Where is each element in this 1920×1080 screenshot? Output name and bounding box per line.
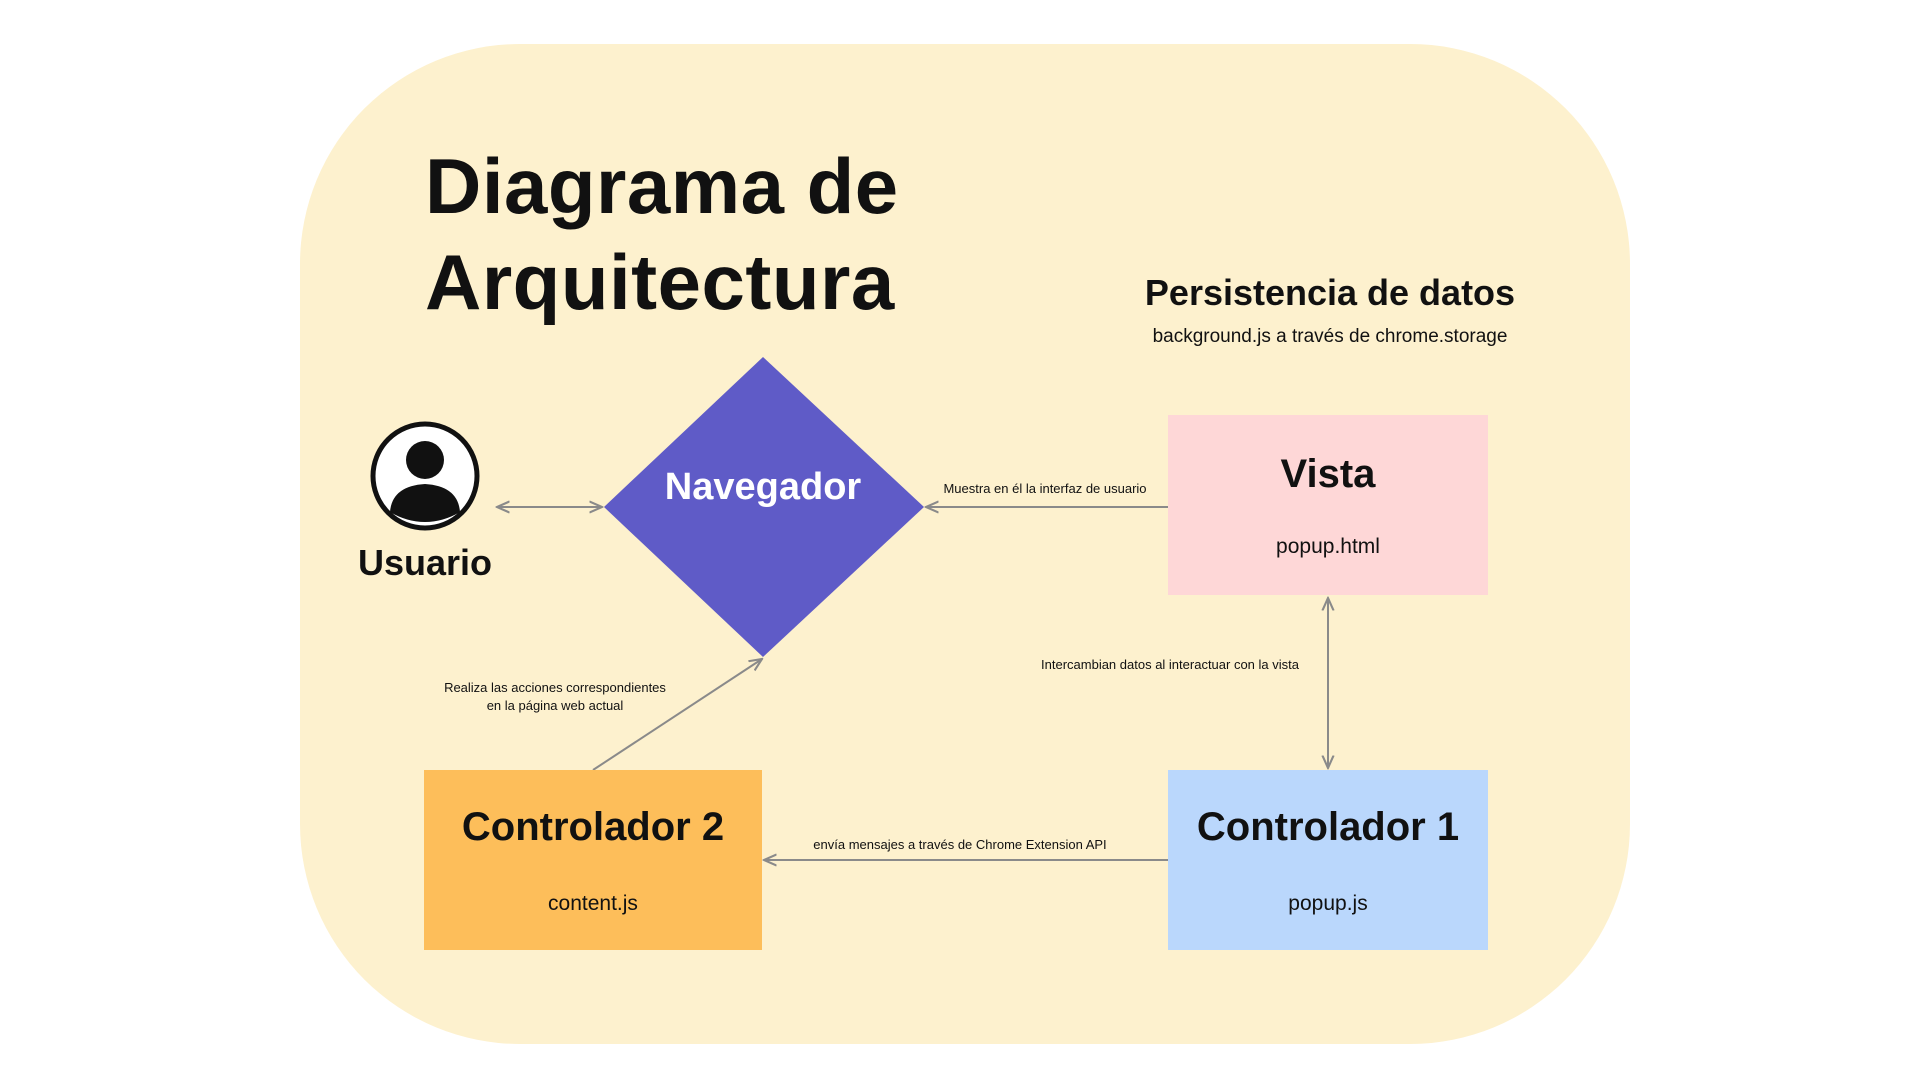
controller2-title: Controlador 2	[461, 804, 725, 849]
persistence-subtitle: background.js a través de chrome.storage	[1152, 326, 1508, 347]
edge-label-controller2-browser: Realiza las acciones correspondientes en…	[415, 679, 695, 715]
diagram-title: Diagrama de Arquitectura	[425, 138, 1025, 330]
title-line-1: Diagrama de	[425, 142, 899, 230]
edge-label-vista-controller1: Intercambian datos al interactuar con la…	[1041, 657, 1299, 672]
edge-label-controller2-browser-line2: en la página web actual	[486, 698, 624, 713]
user-avatar-icon	[370, 421, 480, 531]
controller1-box: Controlador 1 popup.js	[1168, 770, 1488, 950]
vista-title: Vista	[1280, 451, 1376, 496]
title-line-2: Arquitectura	[425, 238, 895, 326]
edge-label-controller2-browser-line1: Realiza las acciones correspondientes	[444, 680, 666, 695]
controller2-box: Controlador 2 content.js	[424, 770, 762, 950]
persistence-title: Persistencia de datos	[1144, 272, 1516, 313]
edge-label-controller1-controller2: envía mensajes a través de Chrome Extens…	[813, 837, 1107, 852]
controller1-file: popup.js	[1288, 891, 1368, 915]
vista-box: Vista popup.html	[1168, 415, 1488, 595]
browser-diamond	[604, 357, 924, 657]
controller1-title: Controlador 1	[1196, 804, 1460, 849]
user-label: Usuario	[357, 542, 493, 583]
edge-label-vista-browser: Muestra en él la interfaz de usuario	[943, 481, 1147, 496]
controller2-file: content.js	[548, 891, 638, 915]
vista-file: popup.html	[1276, 534, 1380, 558]
browser-label: Navegador	[664, 466, 862, 508]
arrow-controller2-browser	[592, 659, 762, 771]
